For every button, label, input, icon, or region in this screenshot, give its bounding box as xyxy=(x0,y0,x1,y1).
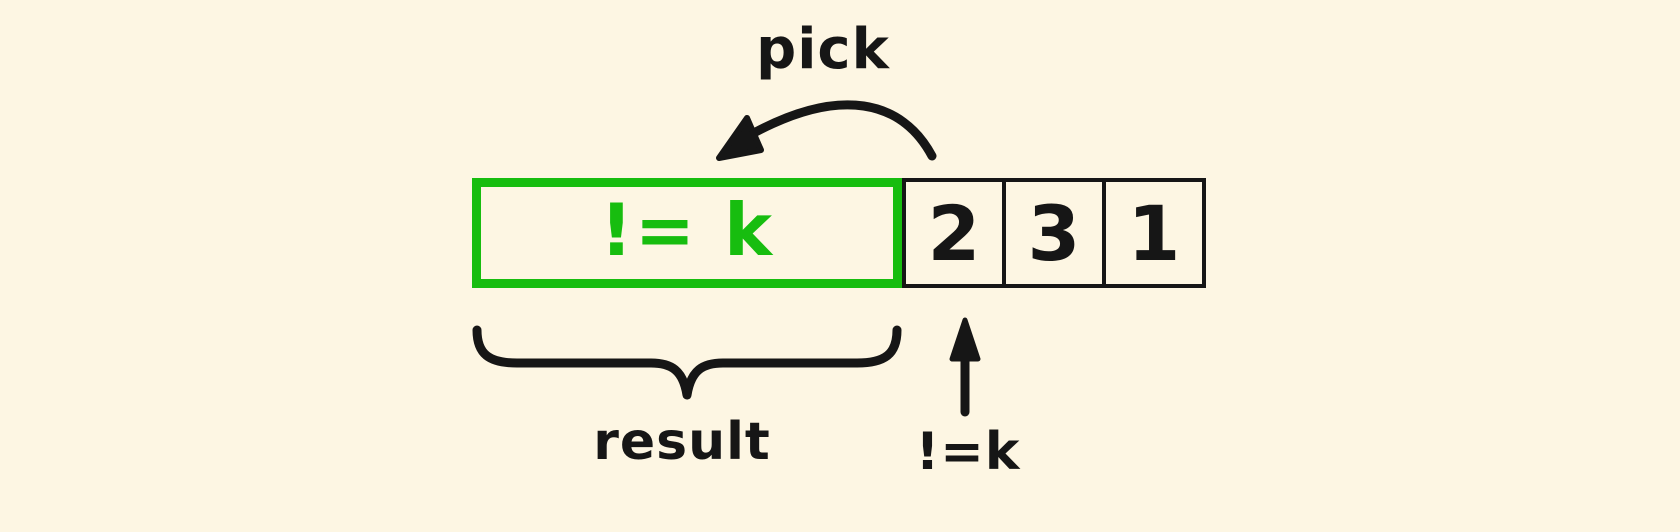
array-cell-value: 2 xyxy=(927,188,981,278)
array-cell-value: 3 xyxy=(1027,188,1081,278)
pick-label: pick xyxy=(756,17,890,82)
array-row: 2 3 1 xyxy=(902,178,1206,288)
result-box-label: != k xyxy=(599,188,775,272)
array-cell: 2 xyxy=(902,178,1006,288)
array-cell: 1 xyxy=(1102,178,1206,288)
array-cell-value: 1 xyxy=(1127,188,1181,278)
result-label: result xyxy=(593,412,771,472)
array-cell: 3 xyxy=(1002,178,1106,288)
result-box: != k xyxy=(472,178,902,288)
pick-arrow-icon xyxy=(716,100,937,161)
underbrace-icon xyxy=(472,325,902,400)
up-arrow-icon xyxy=(949,317,981,417)
pointer-label: !=k xyxy=(915,422,1021,482)
